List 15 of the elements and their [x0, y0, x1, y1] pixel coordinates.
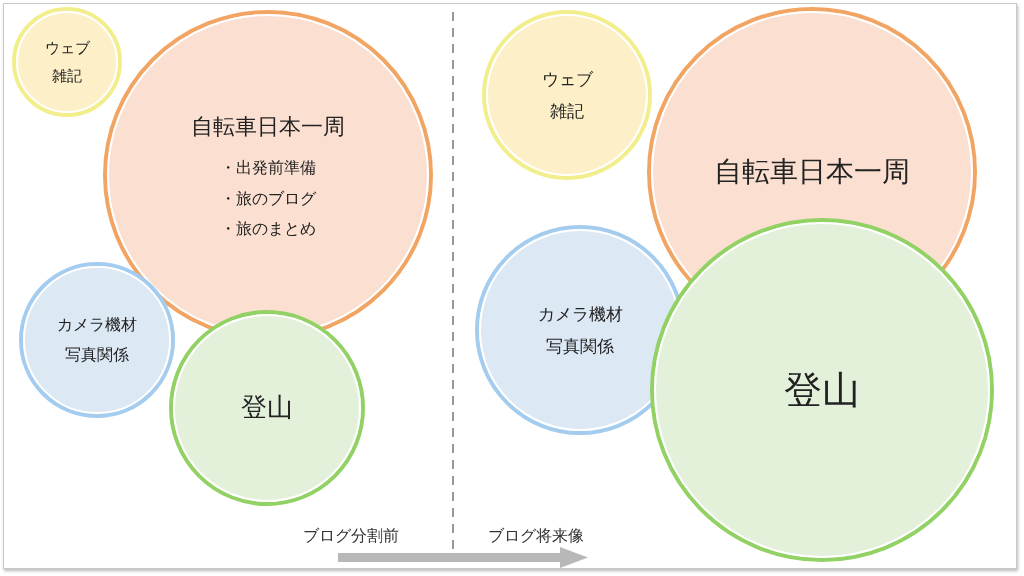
topic-label: ウェブ雑記	[44, 37, 90, 87]
topic-label: 写真関係	[546, 335, 614, 358]
topic-label: 登山	[241, 391, 293, 425]
topic-label: カメラ機材	[537, 302, 623, 326]
topic-label: 写真関係	[65, 344, 129, 366]
list-item: ・旅のブログ	[220, 187, 316, 210]
list-item: ・旅のまとめ	[220, 218, 316, 241]
list-item: ・出発前準備	[220, 157, 316, 180]
stage-label: ブログ分割前	[303, 526, 399, 547]
topic-heading: 自転車日本一周	[191, 112, 345, 141]
topic-label: ウェブ雑記	[541, 67, 593, 123]
topic-label: カメラ機材	[57, 313, 137, 336]
topic-label: 登山	[784, 366, 860, 414]
topic-label: 自転車日本一周	[714, 154, 910, 191]
stage-label: ブログ将来像	[488, 526, 584, 547]
